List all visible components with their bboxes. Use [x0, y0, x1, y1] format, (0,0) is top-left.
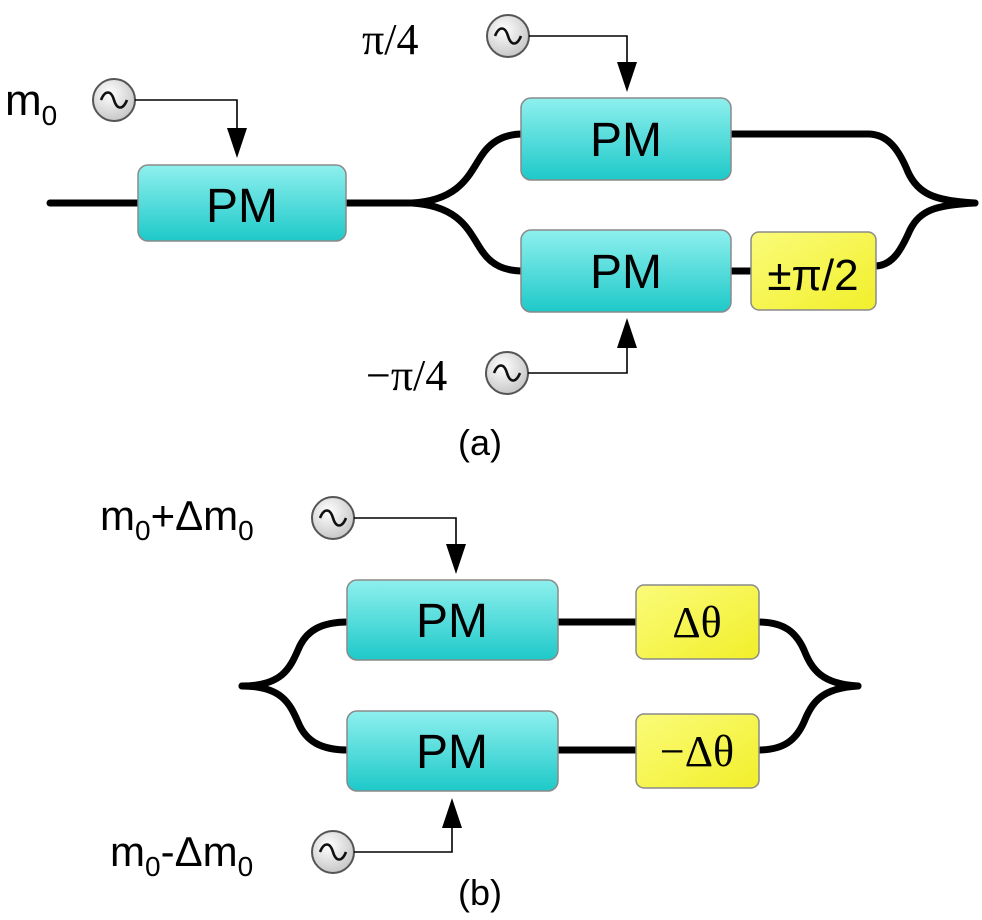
sine-wave-source-icon: [310, 495, 356, 541]
input-phase-modulator: [137, 164, 347, 242]
upper-phase-modulator-b: [346, 579, 559, 661]
lower-pm-label: PM: [590, 246, 662, 299]
phase-shifter-minus-delta-theta-label: −Δθ: [660, 727, 734, 776]
arrowup-icon: [442, 798, 462, 828]
sine-wave-source-icon: [91, 77, 137, 123]
source-m0-label: m0: [5, 76, 57, 131]
y-combiner-upper: [864, 130, 979, 207]
signal-line-minus-pi4: [528, 346, 628, 374]
arrowhead-down-icon: [446, 544, 466, 574]
upper-pm-label-b: PM: [416, 595, 488, 648]
sine-wave-source-icon: [310, 829, 356, 875]
sine-wave-source-icon: [484, 350, 530, 396]
lower-phase-modulator: [520, 229, 732, 313]
source-pi4-label: π/4: [362, 15, 418, 64]
source-minus-pi4-label: −π/4: [366, 351, 447, 400]
phase-shifter-delta-theta: [635, 584, 760, 660]
lower-phase-modulator-b: [346, 710, 559, 792]
signal-line-m0-minus-dm0: [354, 826, 453, 853]
signal-line-m0: [135, 99, 238, 130]
splitter-lower-arm: [238, 682, 352, 754]
phase-shifter-label: ±π/2: [767, 251, 858, 300]
arrowup-icon: [617, 318, 637, 348]
panel-b-caption: (b): [458, 872, 502, 913]
combiner-lower-arm: [754, 682, 862, 754]
panel-a: PM PM PM ±π/2 m0 π/4 −π/4 (a): [5, 13, 979, 463]
signal-line-pi4: [529, 35, 628, 64]
signal-line-m0-plus-dm0: [354, 517, 457, 546]
upper-phase-modulator: [520, 97, 732, 181]
source-m0-plus-dm0-label: m0+Δm0: [100, 492, 254, 546]
upper-pm-label: PM: [590, 114, 662, 167]
y-combiner-lower: [871, 199, 979, 270]
arrowhead-down-icon: [227, 128, 247, 158]
phase-shifter-delta-theta-label: Δθ: [672, 598, 721, 647]
y-splitter-upper: [408, 130, 527, 207]
arrowhead-down-icon: [617, 62, 637, 92]
input-pm-label: PM: [206, 180, 278, 233]
phase-shifter-minus-delta-theta: [635, 713, 760, 789]
y-splitter-lower: [408, 199, 527, 275]
panel-b: PM PM Δθ −Δθ m0+Δm0 m0-Δm0 (b): [100, 492, 862, 913]
splitter-upper-arm: [238, 618, 352, 690]
sine-wave-source-icon: [485, 13, 531, 59]
combiner-upper-arm: [754, 618, 862, 690]
source-m0-minus-dm0-label: m0-Δm0: [110, 828, 253, 882]
lower-pm-label-b: PM: [416, 726, 488, 779]
phase-shifter-pi-half: [750, 231, 877, 311]
panel-a-caption: (a): [458, 422, 502, 463]
